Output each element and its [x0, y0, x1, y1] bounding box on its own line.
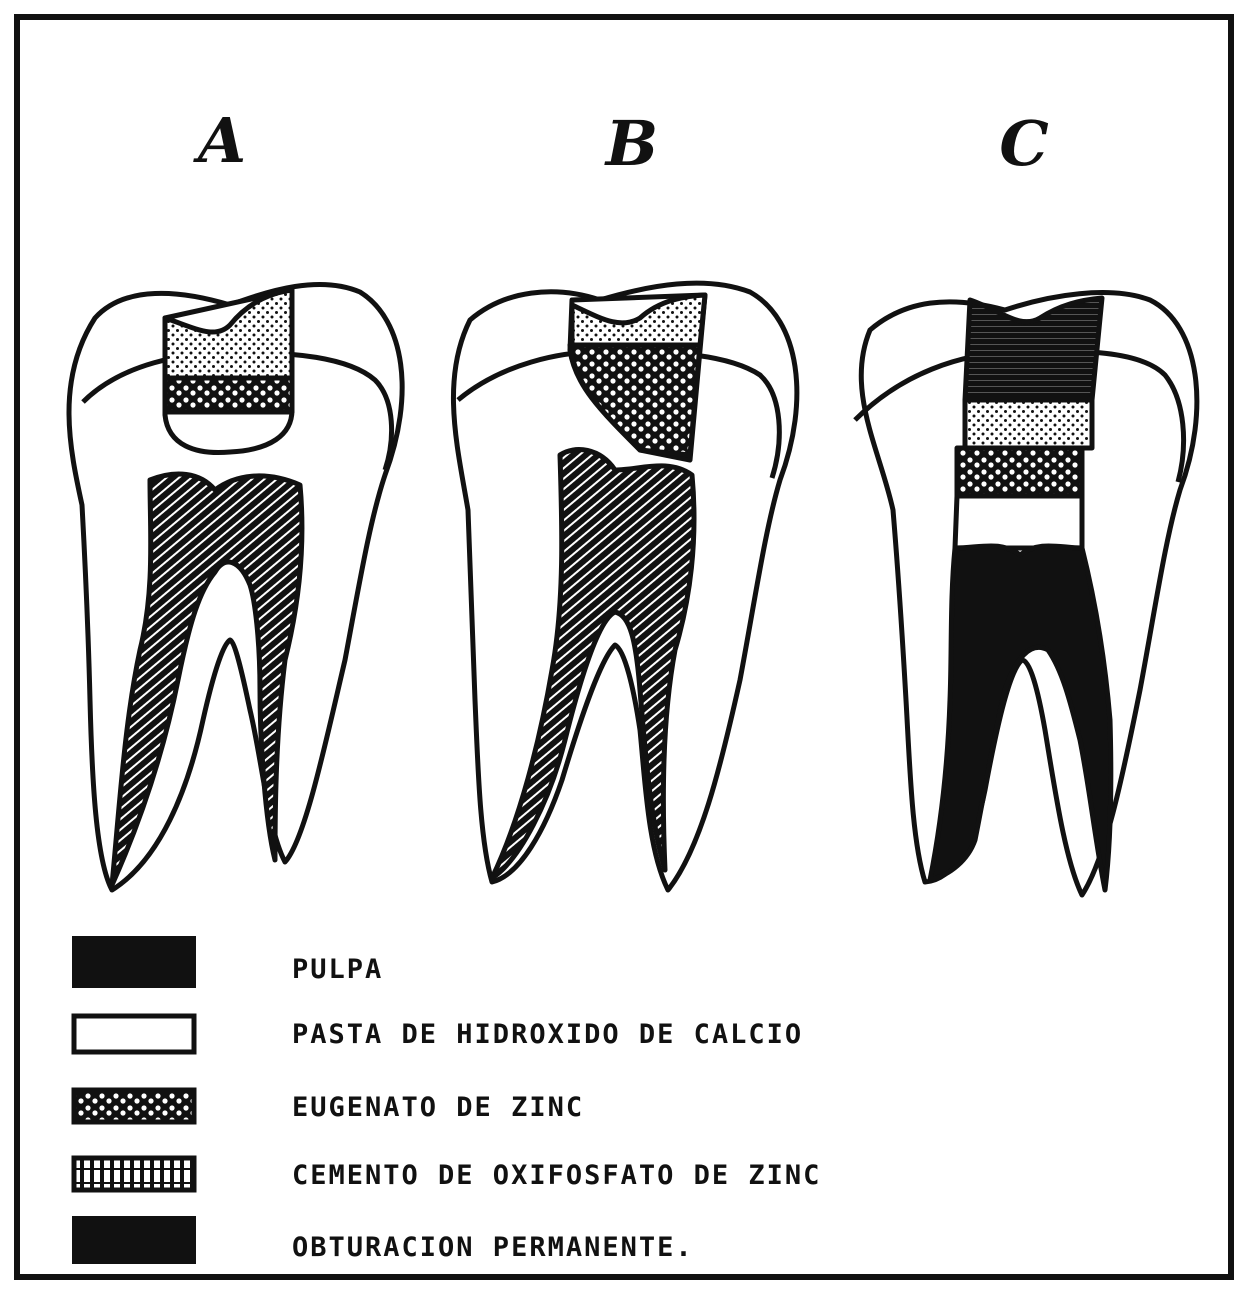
tooth-a — [69, 284, 402, 890]
figure-label-b: B — [604, 107, 658, 180]
tooth-c-eugenato — [957, 448, 1082, 496]
legend-item-cemento: CEMENTO DE OXIFOSFATO DE ZINC — [74, 1158, 821, 1191]
figure-label-c: C — [999, 107, 1048, 180]
tooth-b — [453, 283, 796, 890]
legend-label-eugenato: EUGENATO DE ZINC — [292, 1092, 584, 1123]
legend-item-pulpa: PULPA — [74, 938, 383, 986]
legend-swatch-obturacion — [74, 1218, 194, 1262]
legend-item-pasta: PASTA DE HIDROXIDO DE CALCIO — [74, 1016, 803, 1052]
legend: PULPA PASTA DE HIDROXIDO DE CALCIO EUGEN… — [74, 938, 821, 1263]
legend-label-obturacion: OBTURACION PERMANENTE. — [292, 1232, 694, 1263]
legend-label-cemento: CEMENTO DE OXIFOSFATO DE ZINC — [292, 1160, 821, 1191]
legend-label-pulpa: PULPA — [292, 954, 383, 985]
legend-swatch-eugenato — [74, 1090, 194, 1122]
legend-item-obturacion: OBTURACION PERMANENTE. — [74, 1218, 694, 1263]
tooth-c — [855, 293, 1197, 895]
legend-item-eugenato: EUGENATO DE ZINC — [74, 1090, 584, 1123]
tooth-c-pasta — [955, 496, 1082, 548]
legend-swatch-pulpa — [74, 938, 194, 986]
tooth-a-eugenato — [165, 378, 292, 412]
legend-swatch-cemento — [74, 1158, 194, 1190]
tooth-c-cemento — [965, 400, 1092, 448]
legend-swatch-pasta — [74, 1016, 194, 1052]
legend-label-pasta: PASTA DE HIDROXIDO DE CALCIO — [292, 1019, 803, 1050]
figure-label-a: A — [193, 104, 246, 177]
